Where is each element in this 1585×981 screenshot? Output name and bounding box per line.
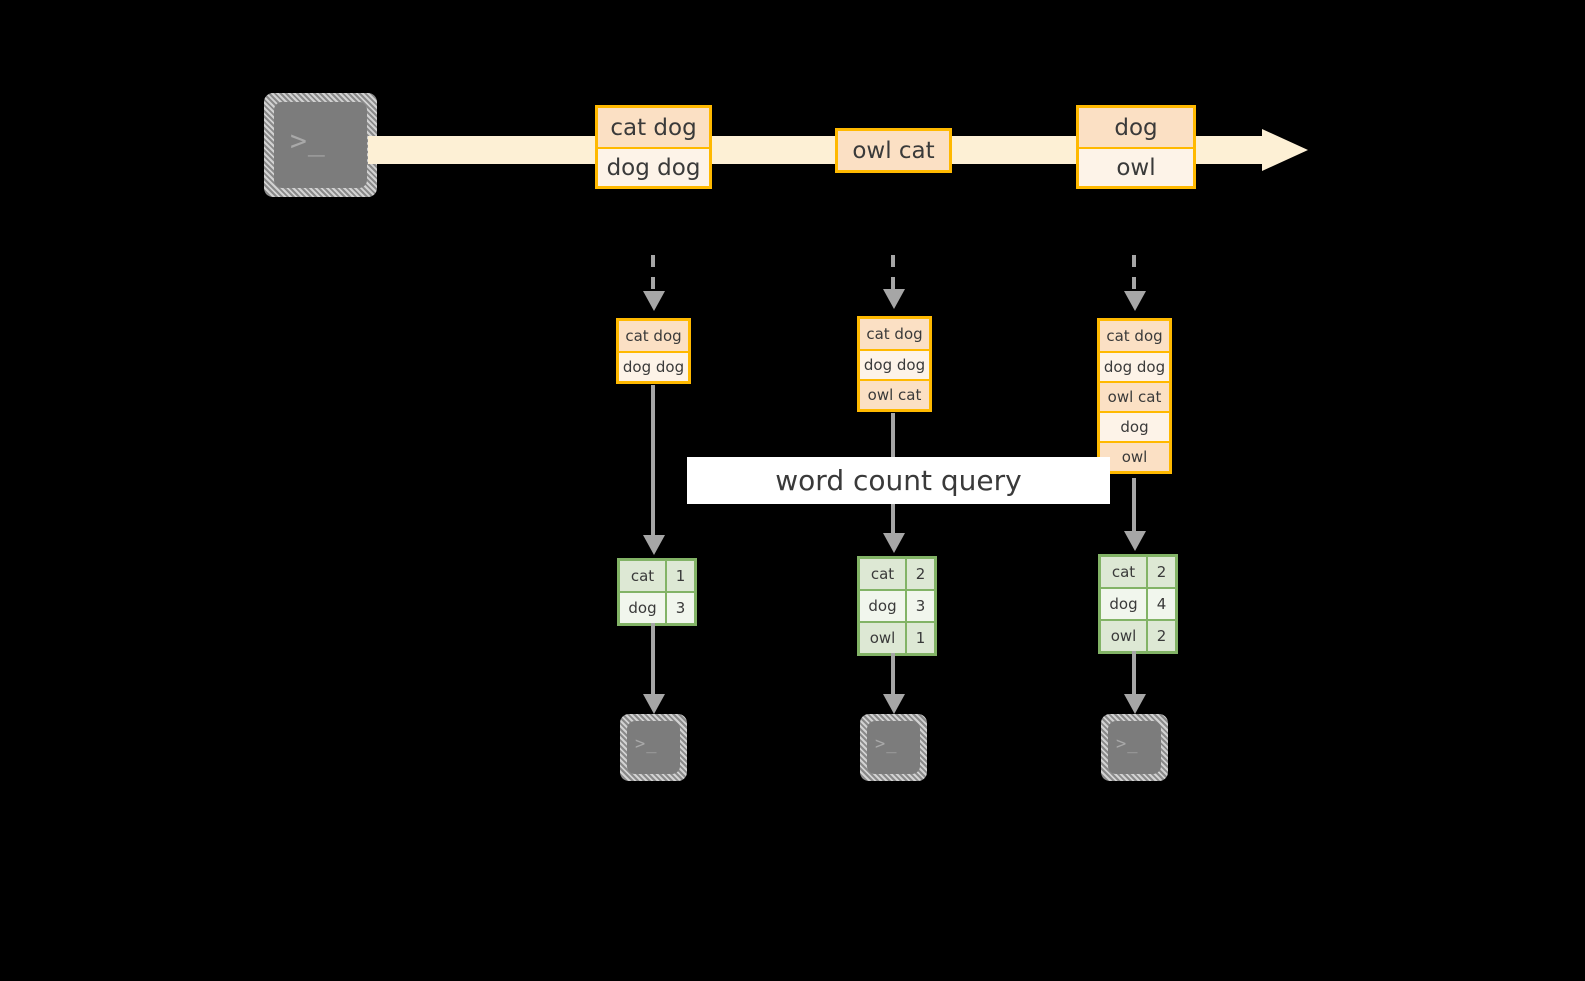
result-row: cat 2 <box>860 559 934 589</box>
result-count-cell: 2 <box>907 559 934 589</box>
snapshot-table-row: dog dog <box>860 349 929 379</box>
snapshot-3-consumer-terminal-icon: >_ <box>1101 714 1168 781</box>
snapshot-3-table[interactable]: cat dog dog dog owl cat dog owl <box>1097 318 1172 474</box>
snapshot-2-result-table[interactable]: cat 2 dog 3 owl 1 <box>857 556 937 656</box>
result-count-cell: 1 <box>667 561 694 591</box>
result-word-cell: cat <box>860 559 907 589</box>
snapshot-3-query-line <box>1132 478 1136 536</box>
result-word-cell: cat <box>1101 557 1148 587</box>
stream-message-2[interactable]: owl cat <box>835 128 952 173</box>
stream-message-row: dog dog <box>598 147 709 186</box>
query-label-text: word count query <box>775 464 1022 497</box>
stream-message-row: owl <box>1079 147 1193 186</box>
result-count-cell: 2 <box>1148 621 1175 651</box>
terminal-screen <box>1108 721 1161 774</box>
result-row: cat 1 <box>620 561 694 591</box>
stream-message-row: owl cat <box>838 131 949 170</box>
result-count-cell: 2 <box>1148 557 1175 587</box>
query-label-band: word count query <box>687 457 1110 504</box>
result-word-cell: dog <box>1101 589 1148 619</box>
result-count-cell: 4 <box>1148 589 1175 619</box>
snapshot-table-row: dog dog <box>1100 351 1169 381</box>
snapshot-table-row: cat dog <box>860 319 929 349</box>
terminal-screen <box>867 721 920 774</box>
snapshot-table-row: dog dog <box>619 351 688 381</box>
snapshot-table-row: owl cat <box>860 379 929 409</box>
snapshot-table-row: cat dog <box>1100 321 1169 351</box>
snapshot-2-query-arrowhead <box>883 533 905 553</box>
snapshot-2-consumer-terminal-icon: >_ <box>860 714 927 781</box>
stream-message-3[interactable]: dog owl <box>1076 105 1196 189</box>
snapshot-3-output-line <box>1132 651 1136 698</box>
result-word-cell: cat <box>620 561 667 591</box>
result-count-cell: 3 <box>907 591 934 621</box>
terminal-prompt-glyph: >_ <box>635 734 658 754</box>
snapshot-1-ingest-line <box>651 255 655 298</box>
snapshot-2-table[interactable]: cat dog dog dog owl cat <box>857 316 932 412</box>
result-count-cell: 1 <box>907 623 934 653</box>
snapshot-1-table[interactable]: cat dog dog dog <box>616 318 691 384</box>
snapshot-table-row: dog <box>1100 411 1169 441</box>
result-count-cell: 3 <box>667 593 694 623</box>
result-word-cell: dog <box>860 591 907 621</box>
terminal-prompt-glyph: >_ <box>1116 734 1139 754</box>
result-row: dog 4 <box>1101 587 1175 619</box>
terminal-screen <box>274 102 367 188</box>
stream-message-row: dog <box>1079 108 1193 147</box>
snapshot-1-output-line <box>651 623 655 698</box>
snapshot-2-output-arrowhead <box>883 694 905 714</box>
snapshot-2-output-line <box>891 653 895 698</box>
snapshot-3-ingest-arrowhead <box>1124 291 1146 311</box>
snapshot-table-row: cat dog <box>619 321 688 351</box>
snapshot-3-query-arrowhead <box>1124 531 1146 551</box>
snapshot-1-query-arrowhead <box>643 535 665 555</box>
terminal-screen <box>627 721 680 774</box>
result-row: dog 3 <box>860 589 934 621</box>
snapshot-1-consumer-terminal-icon: >_ <box>620 714 687 781</box>
stream-message-row: cat dog <box>598 108 709 147</box>
snapshot-3-result-table[interactable]: cat 2 dog 4 owl 2 <box>1098 554 1178 654</box>
snapshot-2-ingest-line <box>891 255 895 296</box>
snapshot-3-output-arrowhead <box>1124 694 1146 714</box>
result-row: cat 2 <box>1101 557 1175 587</box>
snapshot-1-result-table[interactable]: cat 1 dog 3 <box>617 558 697 626</box>
stream-message-1[interactable]: cat dog dog dog <box>595 105 712 189</box>
result-word-cell: owl <box>860 623 907 653</box>
result-row: owl 2 <box>1101 619 1175 651</box>
result-word-cell: owl <box>1101 621 1148 651</box>
snapshot-2-ingest-arrowhead <box>883 289 905 309</box>
snapshot-1-output-arrowhead <box>643 694 665 714</box>
snapshot-3-ingest-line <box>1132 255 1136 298</box>
terminal-prompt-glyph: >_ <box>290 124 326 157</box>
result-row: dog 3 <box>620 591 694 623</box>
result-row: owl 1 <box>860 621 934 653</box>
snapshot-table-row: owl <box>1100 441 1169 471</box>
producer-terminal-icon: >_ <box>264 93 377 197</box>
result-word-cell: dog <box>620 593 667 623</box>
arrow-right-icon <box>1262 129 1308 171</box>
snapshot-table-row: owl cat <box>1100 381 1169 411</box>
snapshot-1-ingest-arrowhead <box>643 291 665 311</box>
terminal-prompt-glyph: >_ <box>875 734 898 754</box>
snapshot-1-query-line <box>651 385 655 540</box>
